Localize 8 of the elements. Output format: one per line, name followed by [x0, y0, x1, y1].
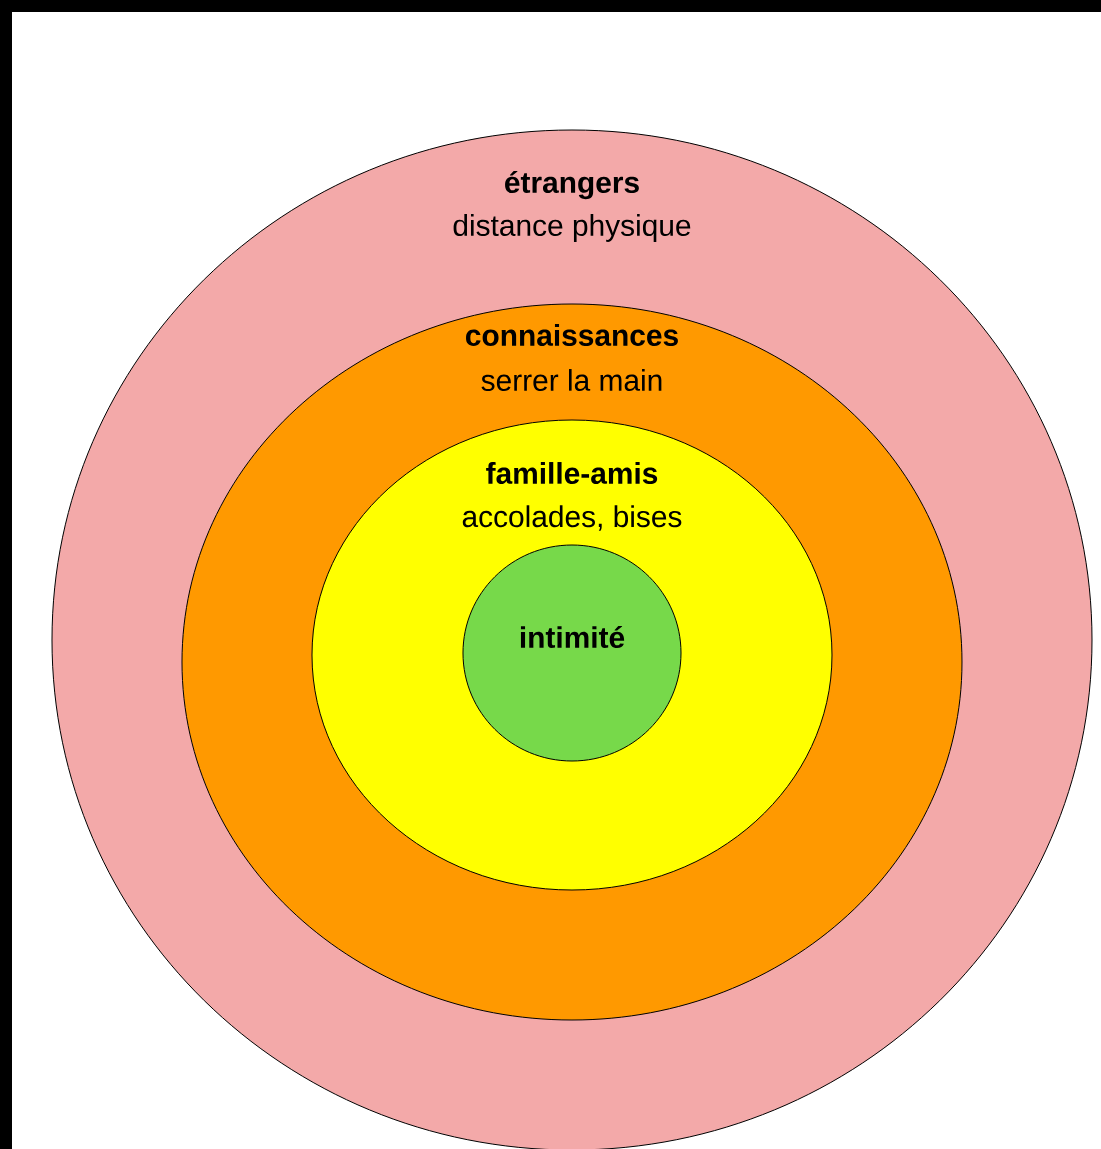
zone-description: accolades, bises [462, 505, 682, 531]
zone-heading: famille-amis [486, 462, 658, 484]
zone-description: serrer la main [481, 369, 662, 391]
zone-heading: connaissances [466, 324, 678, 346]
zone-ellipse [462, 544, 682, 762]
zone-heading: intimité [520, 625, 625, 649]
zone-heading: étrangers [505, 170, 639, 200]
zone-description: distance physique [453, 214, 691, 242]
